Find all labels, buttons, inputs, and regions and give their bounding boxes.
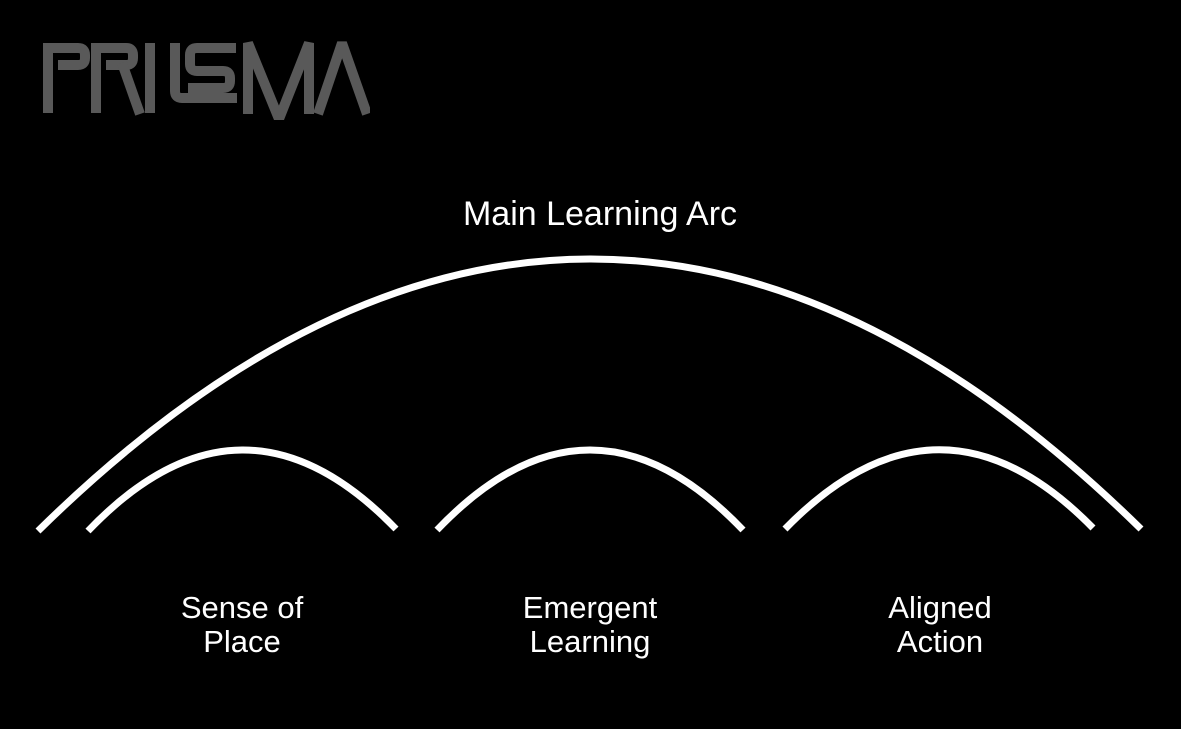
prisma-logo-letters: [43, 41, 370, 120]
sub-arc-aligned-action: [782, 446, 1096, 532]
arc-label-sense-of-place: Sense of Place: [181, 591, 303, 659]
logo-letter-a: [313, 41, 370, 116]
main-arc-title: Main Learning Arc: [462, 195, 738, 233]
arc-label-aligned-action: Aligned Action: [888, 591, 991, 659]
logo-letter-r-bowl: [91, 43, 138, 70]
prisma-logo: [43, 41, 370, 120]
logo-letter-m: [243, 41, 314, 120]
arc-label-line: Learning: [529, 624, 651, 659]
arc-label-line: Action: [896, 624, 984, 659]
arc-label-line: Place: [203, 624, 281, 659]
arc-label-emergent-learning: Emergent Learning: [523, 591, 657, 659]
logo-letter-p-bowl: [43, 43, 90, 70]
sub-arc-emergent-learning: [434, 446, 746, 533]
main-arc: [35, 255, 1144, 534]
sub-arc-sense-of-place: [85, 446, 399, 534]
logo-letter-r-leg: [117, 61, 145, 116]
logo-ligature-underscore: [170, 43, 237, 103]
logo-letter-s: [185, 43, 236, 93]
arc-label-line: Sense of: [180, 590, 304, 625]
arc-strokes: [35, 255, 1144, 534]
arc-label-line: Aligned: [888, 590, 992, 625]
arc-label-line: Emergent: [522, 590, 658, 625]
